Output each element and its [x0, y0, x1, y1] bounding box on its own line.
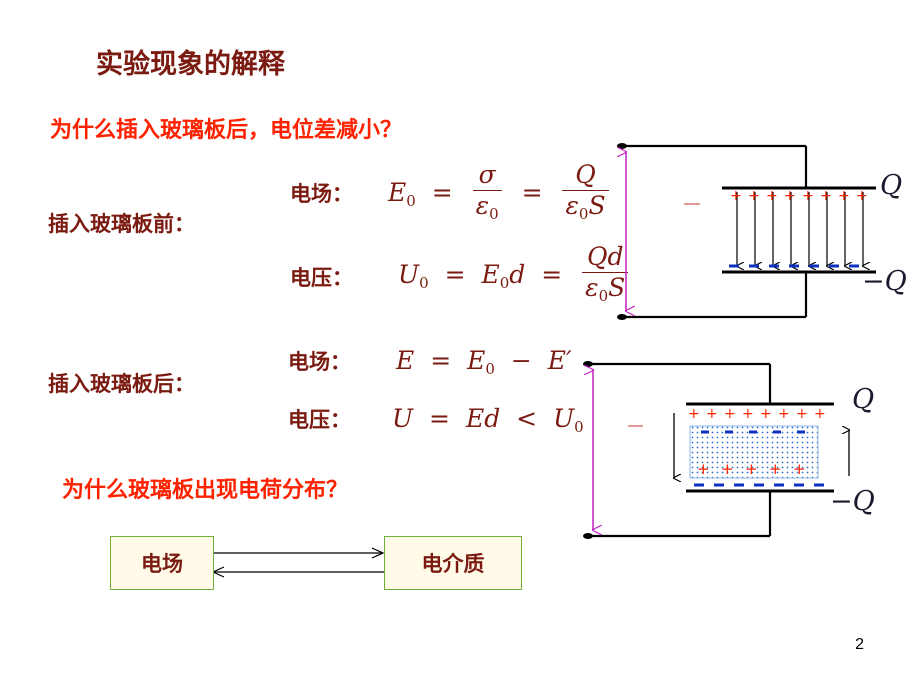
bound-positive-charges: + + + + + [697, 460, 806, 478]
equals-sign: = [429, 404, 450, 433]
svg-text:+: + [802, 188, 814, 204]
svg-text:+: + [814, 406, 826, 422]
svg-text:+: + [748, 188, 760, 204]
svg-text:+: + [778, 406, 790, 422]
subscript-0: 0 [489, 205, 499, 223]
dielectric-box: 电介质 [384, 536, 522, 590]
svg-text:+: + [793, 460, 806, 478]
symbol-E-prime: E′ [547, 346, 572, 375]
svg-text:+: + [856, 188, 868, 204]
svg-text:+: + [796, 406, 808, 422]
subscript-0: 0 [419, 274, 429, 292]
symbol-S: S [588, 191, 606, 220]
symbol-E: E [467, 346, 486, 375]
svg-text:+: + [742, 406, 754, 422]
charge-Q-top: Q [880, 170, 903, 201]
before-voltage-label: 电压： [290, 266, 353, 290]
before-field-formula: E0 = σ ε0 = Q ε0S [388, 160, 613, 229]
Q-over-eps0S: Q ε0S [562, 160, 609, 229]
charge-minus-Q-bottom-after: −Q [830, 486, 875, 517]
glass-slab [689, 425, 819, 479]
subscript-0: 0 [574, 418, 584, 436]
svg-text:+: + [697, 460, 710, 478]
svg-text:+: + [730, 188, 742, 204]
symbol-eps: ε [475, 191, 490, 220]
interaction-arrows [211, 547, 385, 578]
svg-text:+: + [838, 188, 850, 204]
svg-text:+: + [688, 406, 700, 422]
page-number: 2 [855, 636, 864, 653]
equals-sign: = [521, 178, 543, 207]
symbol-Q: Q [575, 160, 596, 189]
symbol-E: E [465, 404, 485, 433]
symbol-eps: ε [565, 191, 579, 220]
capacitor-before: + + + + + + + + [617, 143, 876, 320]
subscript-0: 0 [598, 287, 609, 305]
svg-text:+: + [745, 460, 758, 478]
after-field-formula: E = E0 − E′ [396, 346, 572, 378]
svg-text:+: + [769, 460, 782, 478]
subscript-0: 0 [578, 205, 589, 223]
svg-text:+: + [766, 188, 778, 204]
symbol-d: d [509, 260, 526, 289]
svg-text:+: + [784, 188, 796, 204]
after-voltage-label: 电压： [288, 408, 351, 432]
question-why-voltage-drops: 为什么插入玻璃板后，电位差减小？ [50, 118, 403, 143]
symbol-E: E [396, 346, 415, 375]
symbol-eps: ε [585, 273, 599, 302]
charge-minus-Q-bottom: −Q [862, 266, 907, 297]
question-why-charge-distribution: 为什么玻璃板出现电荷分布？ [62, 478, 349, 503]
symbol-E: E [388, 178, 407, 207]
equals-sign: = [541, 260, 563, 289]
svg-text:+: + [721, 460, 734, 478]
sigma-over-eps0: σ ε0 [472, 160, 502, 229]
minus-sign: − [510, 346, 532, 375]
subscript-0: 0 [406, 192, 416, 210]
symbol-sigma: σ [478, 160, 496, 189]
after-voltage-formula: U = Ed < U0 [392, 404, 584, 436]
symbol-U: U [392, 404, 414, 433]
charge-Q-top-after: Q [852, 384, 875, 415]
equals-sign: = [430, 346, 452, 375]
after-field-label: 电场： [288, 350, 351, 374]
positive-charges-top: + + + + + + + + [730, 188, 868, 204]
svg-text:+: + [760, 406, 772, 422]
less-than-sign: < [516, 404, 538, 433]
svg-text:+: + [820, 188, 832, 204]
before-insertion-label: 插入玻璃板前： [48, 212, 195, 236]
capacitor-after: + + + + + + + + + + + + + [583, 361, 849, 539]
positive-charges-plate-after: + + + + + + + + [688, 406, 826, 422]
subscript-0: 0 [485, 360, 495, 378]
field-lines-before [737, 192, 863, 266]
slide-title: 实验现象的解释 [96, 49, 285, 80]
svg-text:+: + [724, 406, 736, 422]
symbol-U: U [553, 404, 575, 433]
before-field-label: 电场： [290, 182, 353, 206]
electric-field-box: 电场 [110, 536, 214, 590]
symbol-E: E [481, 260, 500, 289]
svg-text:+: + [706, 406, 718, 422]
symbol-d: d [484, 404, 501, 433]
symbol-U: U [398, 260, 420, 289]
equals-sign: = [431, 178, 453, 207]
subscript-0: 0 [499, 274, 510, 292]
after-insertion-label: 插入玻璃板后： [48, 372, 195, 396]
equals-sign: = [444, 260, 466, 289]
